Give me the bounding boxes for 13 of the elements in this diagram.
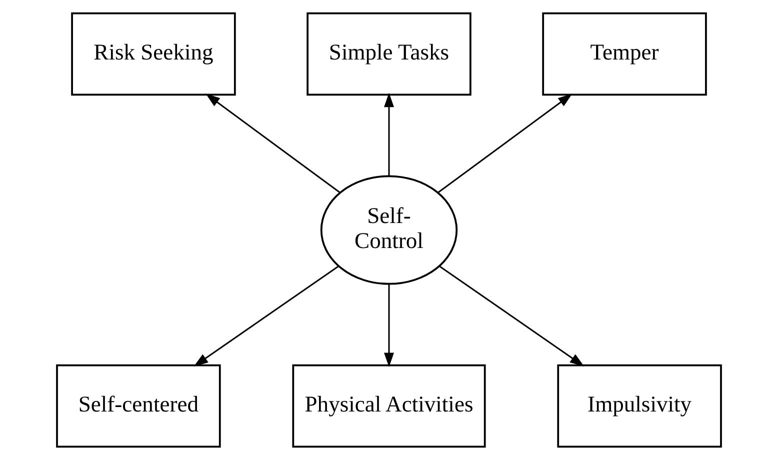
node-box: Impulsivity bbox=[556, 364, 722, 448]
node-box: Physical Activities bbox=[292, 364, 486, 448]
arrow bbox=[438, 266, 584, 366]
arrow bbox=[384, 284, 394, 368]
node-ellipse: Self- Control bbox=[320, 175, 458, 285]
node-box: Risk Seeking bbox=[70, 12, 236, 96]
arrow bbox=[437, 94, 572, 194]
node-box: Simple Tasks bbox=[306, 12, 471, 96]
node-box: Temper bbox=[542, 12, 706, 96]
arrow bbox=[193, 266, 338, 366]
node-box: Self-centered bbox=[56, 364, 220, 448]
arrow bbox=[205, 94, 340, 194]
arrow bbox=[384, 92, 394, 176]
